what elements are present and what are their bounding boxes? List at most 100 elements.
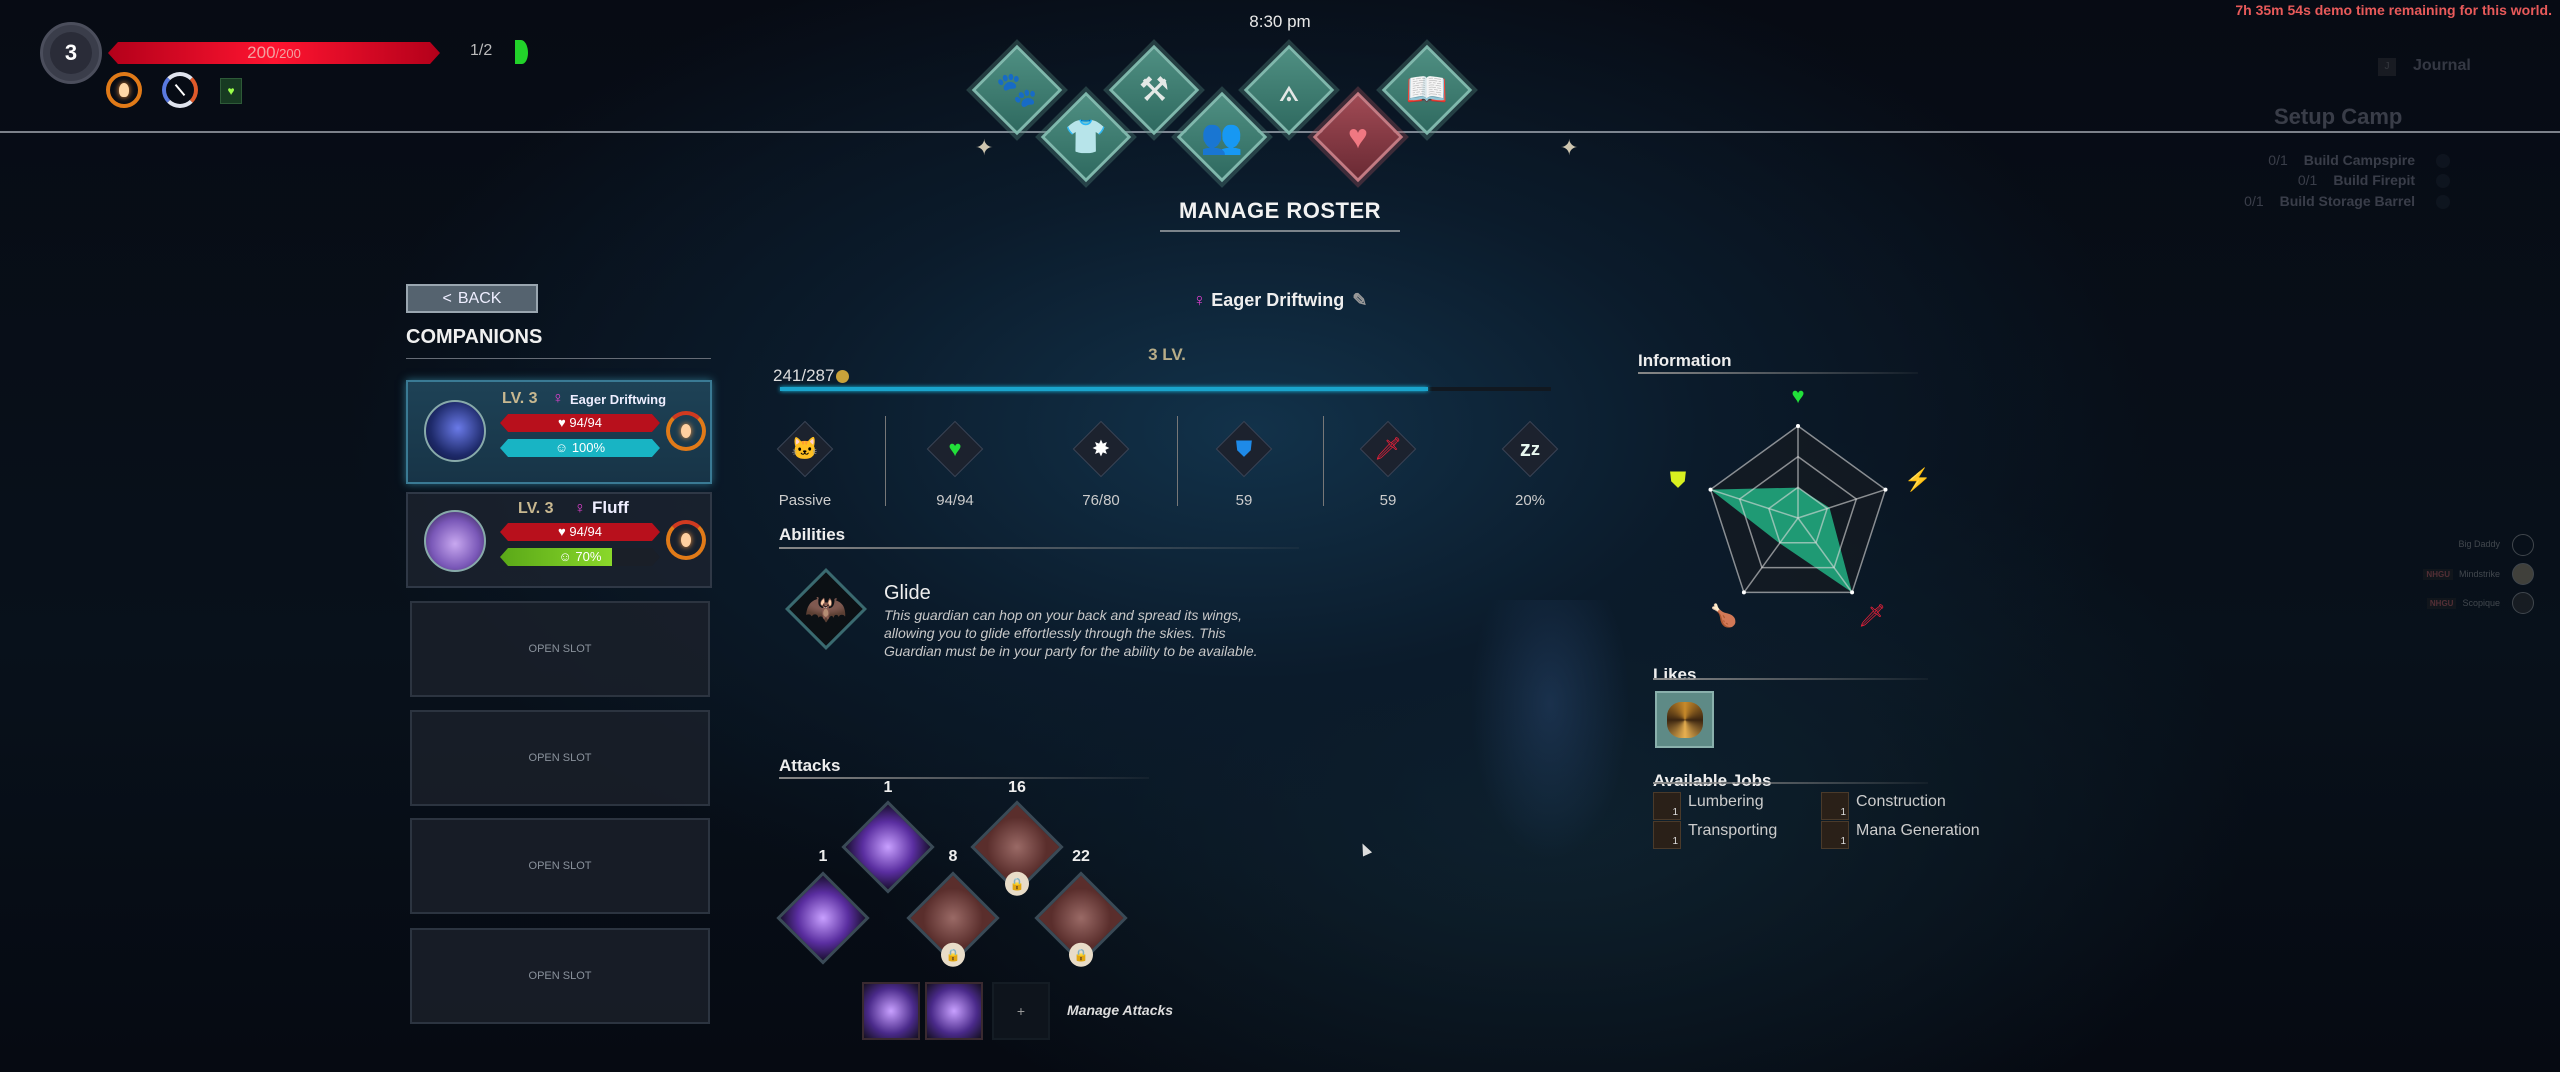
stats-radar-chart	[1708, 424, 1888, 595]
equipped-attack-slot[interactable]	[925, 982, 983, 1040]
stat-label: 59	[1379, 492, 1397, 509]
female-icon: ♀	[574, 500, 586, 517]
radar-vertex	[1883, 487, 1888, 492]
unlocked-attack[interactable]	[841, 800, 935, 894]
locked-attack[interactable]: 🔒	[1034, 871, 1128, 967]
abilities-heading: Abilities	[779, 525, 846, 544]
blueprint-compass-icon: ⟑	[1278, 70, 1300, 109]
open-slot[interactable]: OPEN SLOT	[410, 818, 710, 914]
companion-card-eager-driftwing[interactable]: LV. 3 ♀ Eager Driftwing ♥ 94/94 ☺ 100%	[406, 380, 712, 484]
stat-passive: 🐱	[776, 420, 834, 478]
tab-blueprints[interactable]: ⟑	[1243, 44, 1335, 136]
quest-check-icon	[2436, 195, 2450, 209]
open-slot[interactable]: OPEN SLOT	[410, 601, 710, 697]
attack-level: 16	[1008, 779, 1026, 796]
add-attack-slot[interactable]: +	[992, 982, 1050, 1040]
locked-attack[interactable]: 🔒	[906, 871, 1000, 967]
likes-divider	[1653, 678, 1928, 680]
buff-icon: ♥	[220, 78, 242, 104]
candy-icon	[1666, 701, 1703, 738]
attack-level: 8	[948, 848, 958, 865]
locked-attack[interactable]: 🔒	[970, 800, 1064, 896]
quest-check-icon	[2436, 174, 2450, 188]
companions-divider	[406, 358, 711, 359]
avatar	[424, 510, 486, 572]
drumstick-icon: 🍗	[1710, 603, 1738, 628]
heart-icon: ♥	[1347, 117, 1369, 156]
abilities-divider	[779, 547, 1299, 549]
companion-card-fluff[interactable]: LV. 3 ♀ Fluff ♥ 94/94 ☺ 70%	[406, 492, 712, 588]
player-level-badge: 3	[40, 22, 102, 84]
avatar	[2512, 592, 2534, 614]
feed-button[interactable]	[666, 520, 706, 560]
jobs-heading: Available Jobs	[1653, 771, 1772, 790]
cat-icon: 🐱	[791, 436, 819, 461]
attack-level: 1	[883, 779, 893, 796]
companion-level-label: 3 LV.	[1148, 345, 1186, 364]
jobs-divider	[1653, 782, 1928, 784]
divider	[1177, 416, 1178, 506]
back-button[interactable]: <BACK	[406, 284, 538, 313]
companion-name: Fluff	[592, 498, 629, 517]
rename-pencil-icon[interactable]: ✎	[1352, 290, 1368, 310]
tab-roster[interactable]: 👥	[1176, 91, 1268, 183]
tab-bestiary[interactable]: 📖	[1381, 44, 1473, 136]
stat-label: 20%	[1514, 492, 1546, 509]
guardian-model	[1470, 600, 1630, 860]
radar-axis-stamina	[1797, 488, 1886, 519]
tab-guardians[interactable]: 🐾	[971, 44, 1063, 136]
liked-item-candy[interactable]	[1655, 691, 1714, 748]
roster-icon: 👥	[1200, 118, 1244, 156]
companion-level: LV. 3	[502, 390, 538, 407]
open-slot[interactable]: OPEN SLOT	[410, 928, 710, 1024]
quest-title: Setup Camp	[2274, 104, 2403, 129]
journal-key-hint: J	[2378, 58, 2396, 76]
female-icon: ♀	[1192, 290, 1207, 310]
player-health-bar: 200/200	[108, 42, 440, 64]
equipped-attack-slot[interactable]	[862, 982, 920, 1040]
xp-coin-icon	[836, 370, 850, 384]
xp-progress-bar	[780, 387, 1551, 391]
sparkle-icon: ✦	[1560, 135, 1579, 160]
radar-axis-attack	[1797, 517, 1853, 593]
companion-level: LV. 3	[518, 500, 554, 517]
companions-heading: COMPANIONS	[406, 326, 543, 348]
attack-level: 1	[818, 848, 828, 865]
hud-divider	[0, 131, 2560, 133]
information-heading: Information	[1638, 351, 1732, 370]
lumbering-icon: 1	[1653, 792, 1681, 820]
open-slot[interactable]: OPEN SLOT	[410, 710, 710, 806]
mana-generation-icon: 1	[1821, 821, 1849, 849]
ability-name: Glide	[884, 582, 931, 604]
unlocked-attack[interactable]	[776, 871, 870, 965]
radar-vertex	[1708, 487, 1713, 492]
drumstick-icon	[681, 533, 691, 547]
companion-health-bar: ♥ 94/94	[500, 523, 660, 541]
job-label: Lumbering	[1688, 793, 1764, 810]
lock-icon: 🔒	[941, 942, 965, 967]
attacks-divider	[779, 777, 1149, 779]
attacks-heading: Attacks	[779, 756, 841, 775]
burst-icon: ✸	[1091, 436, 1111, 461]
tab-bonds[interactable]: ♥	[1312, 91, 1404, 183]
shield-icon: ⛊	[1669, 467, 1687, 492]
avatar	[2512, 563, 2534, 585]
journal-link[interactable]: Journal	[2413, 57, 2471, 74]
xp-readout: 241/287	[773, 366, 850, 386]
tab-crafting[interactable]: ⚒	[1108, 44, 1200, 136]
feed-button[interactable]	[666, 411, 706, 451]
female-icon: ♀	[552, 390, 564, 407]
radar-axis-food	[1743, 517, 1799, 593]
title-divider	[1160, 230, 1400, 232]
heart-icon: ♥	[1791, 383, 1805, 408]
companion-name: Eager Driftwing	[570, 392, 667, 407]
stat-health: ♥	[926, 420, 984, 478]
tab-equipment[interactable]: 👕	[1040, 91, 1132, 183]
manage-attacks-button[interactable]: Manage Attacks	[1067, 1002, 1174, 1018]
